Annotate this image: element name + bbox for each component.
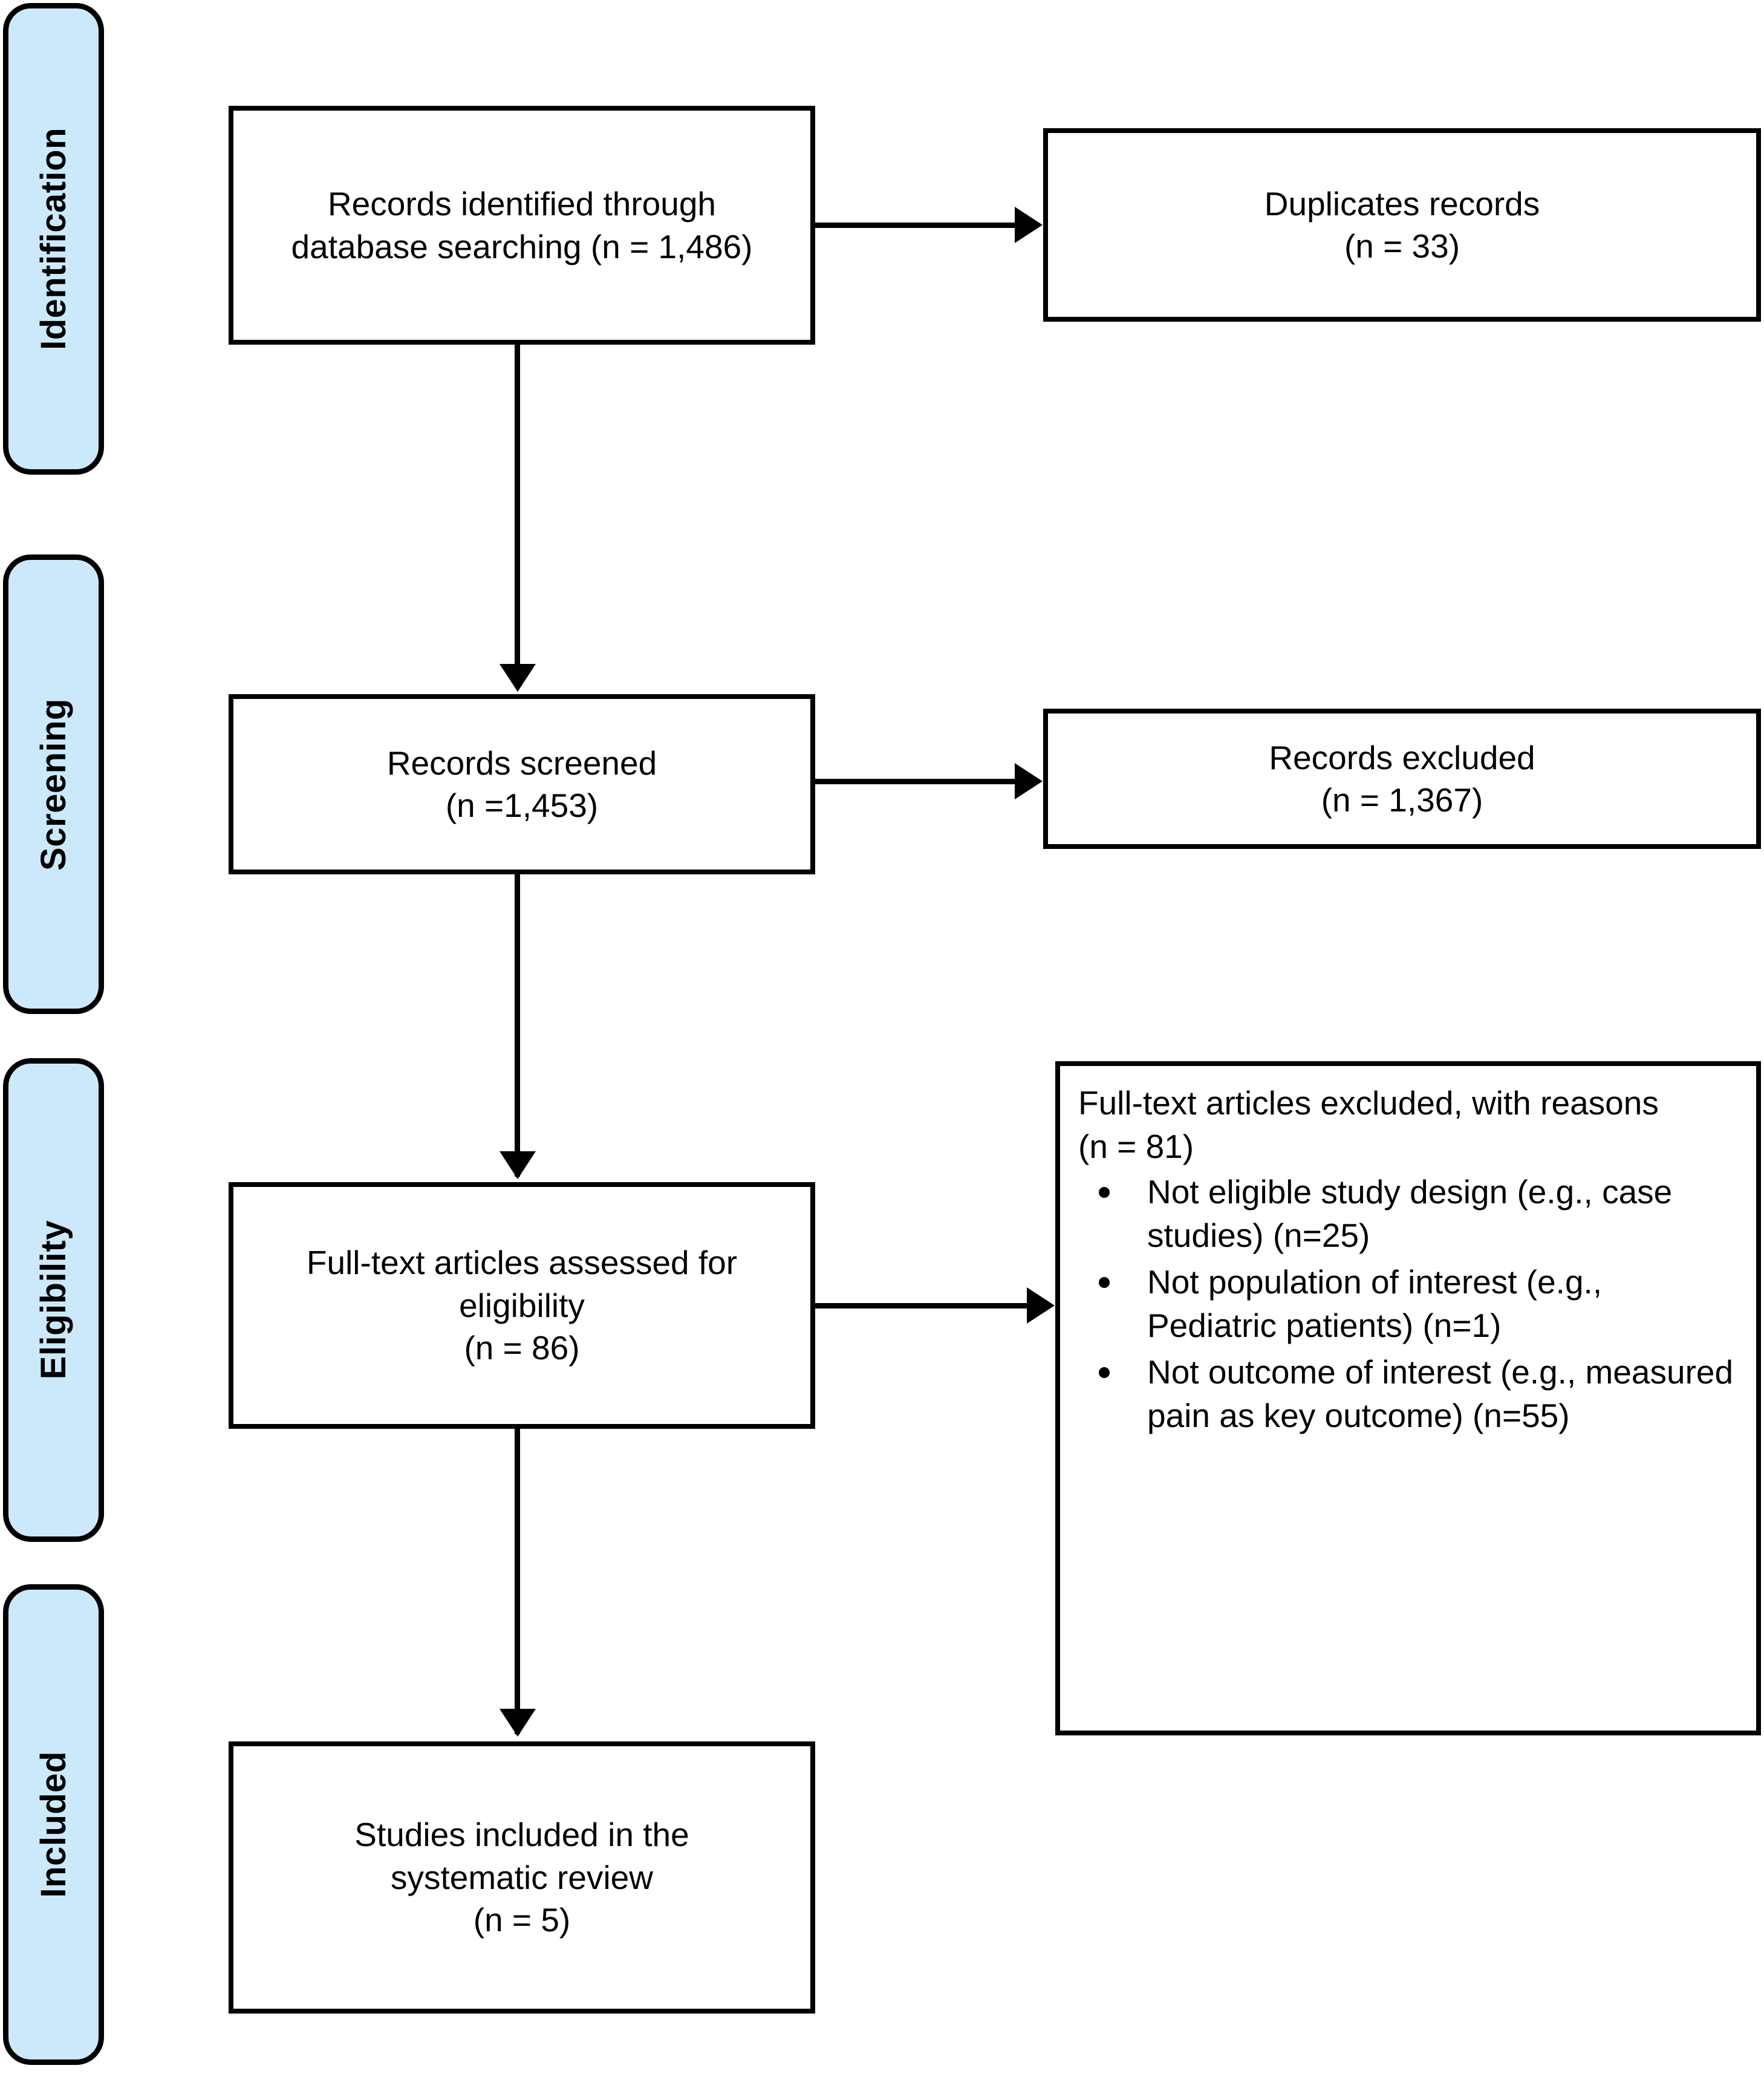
- box-studies-included-text: Studies included in the systematic revie…: [340, 1813, 703, 1941]
- box-records-screened-text: Records screened (n =1,453): [373, 742, 671, 827]
- reason-item-text: Not outcome of interest (e.g., measured …: [1147, 1353, 1734, 1434]
- stage-label-identification-text: Identification: [33, 128, 73, 350]
- box-fulltext-assessed: Full-text articles assessed for eligibil…: [229, 1182, 815, 1429]
- box-records-identified-line2: database searching (n = 1,486): [291, 227, 753, 265]
- box-records-excluded-text: Records excluded (n = 1,367): [1254, 736, 1549, 822]
- box-fulltext-excluded-reasons: Full-text articles excluded, with reason…: [1055, 1061, 1761, 1735]
- box-records-excluded-line2: (n = 1,367): [1321, 781, 1483, 819]
- box-studies-included-line2: systematic review: [391, 1858, 653, 1896]
- box-studies-included: Studies included in the systematic revie…: [229, 1741, 815, 2014]
- box-duplicates: Duplicates records (n = 33): [1043, 128, 1761, 322]
- arrow-identified-to-duplicates-head: [1015, 207, 1043, 243]
- bullet-icon: [1099, 1187, 1110, 1198]
- bullet-icon: [1099, 1277, 1110, 1288]
- stage-label-screening-text: Screening: [33, 698, 73, 871]
- box-records-excluded-line1: Records excluded: [1269, 738, 1535, 776]
- box-records-excluded: Records excluded (n = 1,367): [1043, 709, 1761, 849]
- box-studies-included-line3: (n = 5): [473, 1901, 571, 1939]
- stage-label-screening: Screening: [3, 554, 104, 1014]
- box-records-identified-text: Records identified through database sear…: [277, 183, 767, 268]
- box-records-identified: Records identified through database sear…: [229, 106, 815, 345]
- arrow-identified-to-screened-head: [500, 664, 536, 692]
- stage-label-identification: Identification: [3, 3, 104, 475]
- box-records-screened-line1: Records screened: [386, 744, 657, 782]
- box-records-screened-line2: (n =1,453): [445, 787, 599, 824]
- reasons-heading: Full-text articles excluded, with reason…: [1078, 1084, 1659, 1165]
- connector-identified-to-duplicates: [815, 223, 1015, 228]
- stage-label-eligibility-text: Eligibility: [33, 1220, 73, 1380]
- box-fulltext-assessed-text: Full-text articles assessed for eligibil…: [292, 1241, 752, 1369]
- arrow-screened-to-fulltext-head: [500, 1151, 536, 1179]
- arrow-fulltext-to-reasons-head: [1027, 1287, 1055, 1324]
- connector-screened-to-excluded: [815, 779, 1015, 784]
- reason-item-text: Not population of interest (e.g., Pediat…: [1147, 1263, 1603, 1344]
- box-studies-included-line1: Studies included in the: [354, 1816, 689, 1854]
- box-fulltext-assessed-line2: eligibility: [459, 1286, 585, 1324]
- reason-item: Not population of interest (e.g., Pediat…: [1099, 1261, 1740, 1347]
- stage-label-included-text: Included: [33, 1751, 73, 1898]
- box-records-identified-line1: Records identified through: [327, 185, 717, 223]
- reason-list: Not eligible study design (e.g., case st…: [1078, 1171, 1740, 1437]
- reasons-inner: Full-text articles excluded, with reason…: [1060, 1066, 1756, 1441]
- box-records-screened: Records screened (n =1,453): [229, 694, 815, 874]
- connector-screened-to-fulltext: [515, 874, 520, 1177]
- arrow-fulltext-to-included-head: [500, 1709, 536, 1737]
- connector-fulltext-to-included: [515, 1429, 520, 1734]
- box-fulltext-assessed-line1: Full-text articles assessed for: [306, 1244, 738, 1282]
- connector-identified-to-screened: [515, 345, 520, 665]
- box-duplicates-line1: Duplicates records: [1264, 184, 1540, 223]
- reason-item-text: Not eligible study design (e.g., case st…: [1147, 1173, 1673, 1254]
- arrow-screened-to-excluded-head: [1015, 763, 1043, 799]
- stage-label-included: Included: [3, 1584, 104, 2065]
- box-duplicates-text: Duplicates records (n = 33): [1250, 183, 1554, 268]
- box-fulltext-assessed-line3: (n = 86): [464, 1329, 580, 1367]
- connector-fulltext-to-reasons: [815, 1303, 1027, 1308]
- reason-item: Not eligible study design (e.g., case st…: [1099, 1171, 1740, 1257]
- bullet-icon: [1099, 1367, 1110, 1378]
- box-duplicates-line2: (n = 33): [1344, 227, 1460, 265]
- stage-label-eligibility: Eligibility: [3, 1058, 104, 1542]
- reason-item: Not outcome of interest (e.g., measured …: [1099, 1351, 1740, 1437]
